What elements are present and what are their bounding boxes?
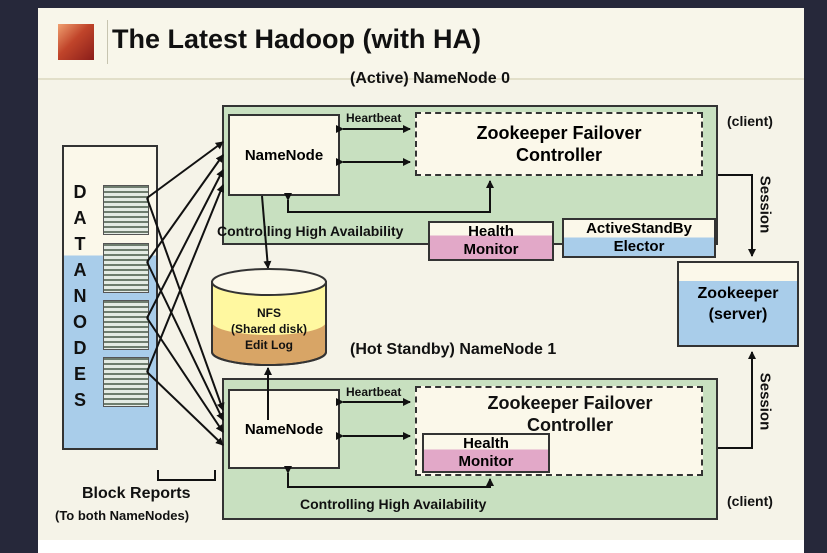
datanode-rack-icon: [103, 185, 149, 235]
active-zkfc-line2: Controller: [515, 145, 602, 165]
active-namenode-label: (Active) NameNode 0: [350, 70, 511, 87]
active-elector-line1: ActiveStandBy: [586, 220, 692, 237]
active-standby-elector-box[interactable]: ActiveStandBy Elector: [562, 218, 716, 258]
standby-health-line2: Monitor: [458, 453, 514, 470]
zookeeper-line1: Zookeeper: [697, 285, 779, 302]
active-controlling-arrow: [284, 180, 494, 213]
page-title: The Latest Hadoop (with HA): [112, 24, 481, 54]
standby-controlling-arrow: [284, 466, 494, 488]
title-divider: [107, 20, 108, 64]
active-health-line2: Monitor: [463, 241, 519, 258]
standby-heartbeat-label: Heartbeat: [346, 385, 402, 399]
active-elector-line2: Elector: [613, 238, 665, 255]
datanode-rack-icon: [103, 300, 149, 350]
datanode-rack-icon: [103, 243, 149, 293]
dn2-nn1-arrow: [146, 261, 224, 421]
standby-zkfc-line1: Zookeeper Failover: [487, 393, 653, 413]
nfs-cylinder: [211, 268, 327, 366]
standby-health-line1: Health: [463, 435, 509, 452]
nfs-text: NFS (Shared disk) Edit Log: [212, 305, 326, 353]
dn4-nn1-arrow: [146, 371, 224, 446]
title-bar: [38, 8, 804, 80]
dn3-nn1-arrow: [146, 317, 224, 433]
datanodes-letter: T: [74, 234, 86, 254]
client-bottom-label: (client): [727, 493, 773, 509]
dn1-nn0-arrow: [146, 141, 224, 199]
dn2-nn0-arrow: [146, 154, 224, 263]
datanodes-letter: S: [73, 390, 86, 410]
nn0-nfs-arrow: [261, 195, 272, 269]
standby-namenode-label-text: NameNode: [244, 420, 324, 438]
session-bottom-arrow: [718, 351, 756, 449]
client-top-label: (client): [727, 113, 773, 129]
nfs-line3: Edit Log: [245, 338, 293, 352]
block-reports-sub-label: (To both NameNodes): [55, 508, 190, 523]
datanodes-letter: A: [73, 208, 87, 228]
block-reports-bracket: [157, 470, 216, 481]
nfs-line2: (Shared disk): [230, 322, 308, 336]
dn4-nn0-arrow: [146, 184, 225, 373]
standby-namenode-box[interactable]: NameNode: [228, 389, 340, 469]
active-zkfc-line1: Zookeeper Failover: [476, 123, 642, 143]
block-reports-label: Block Reports: [82, 485, 191, 502]
active-zkfc-box[interactable]: Zookeeper Failover Controller: [415, 112, 703, 176]
nfs-line1: NFS: [257, 306, 281, 320]
bottom-strip: [38, 540, 804, 553]
datanodes-letter: N: [73, 286, 87, 306]
standby-zkfc-title: Zookeeper Failover Controller: [440, 392, 700, 436]
active-heartbeat-label: Heartbeat: [346, 111, 402, 125]
active-namenode-label-text: NameNode: [244, 146, 324, 164]
datanodes-letter: O: [72, 312, 87, 332]
datanode-rack-icon: [103, 357, 149, 407]
dn3-nn0-arrow: [146, 169, 224, 319]
standby-zkfc-line2: Controller: [526, 415, 613, 435]
standby-controlling-label: Controlling High Availability: [300, 496, 487, 512]
active-health-monitor-box[interactable]: Health Monitor: [428, 221, 554, 261]
datanodes-letter: D: [73, 182, 87, 202]
hot-standby-label: (Hot Standby) NameNode 1: [350, 341, 557, 358]
datanodes-letter: E: [73, 364, 86, 384]
logo-icon: [58, 24, 94, 60]
session-top-arrow: [718, 174, 756, 257]
datanodes-letter: A: [73, 260, 87, 280]
active-health-line1: Health: [468, 223, 514, 240]
zookeeper-server-box[interactable]: Zookeeper (server): [677, 261, 799, 347]
zookeeper-line2: (server): [708, 306, 768, 323]
dn1-nn1-arrow: [146, 197, 225, 411]
datanodes-letter: D: [73, 338, 87, 358]
